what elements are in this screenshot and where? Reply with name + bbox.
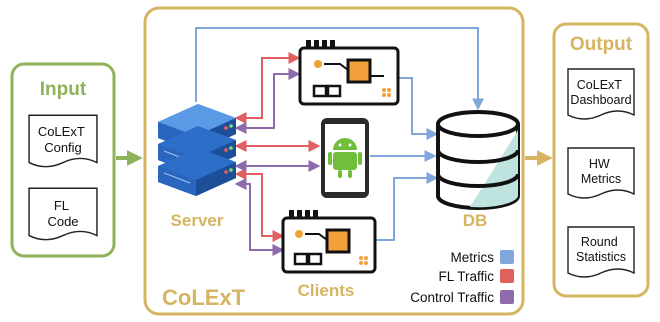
legend-control-traffic-label: Control Traffic xyxy=(410,290,494,305)
input-doc1-line1: CoLExT xyxy=(38,124,85,139)
svg-text:FL Code: FL Code xyxy=(47,198,78,229)
legend-metrics-swatch xyxy=(500,250,514,264)
database-icon xyxy=(436,110,520,210)
svg-text:HW Metrics: HW Metrics xyxy=(581,157,621,186)
input-doc1-line2: Config xyxy=(44,140,82,155)
output-panel: Output CoLExT Dashboard HW Metrics Round… xyxy=(552,22,650,298)
db-label: DB xyxy=(463,211,488,230)
output-doc1-line2: Dashboard xyxy=(570,93,631,107)
phone-icon xyxy=(321,118,369,198)
output-doc2-line1: HW xyxy=(589,157,610,171)
legend-fl-traffic-label: FL Traffic xyxy=(438,269,494,284)
input-doc2-line2: Code xyxy=(47,214,78,229)
output-doc2-line2: Metrics xyxy=(581,172,621,186)
input-doc2-line1: FL xyxy=(54,198,69,213)
legend-fl-traffic-swatch xyxy=(500,269,514,283)
input-panel: Input CoLExT Config FL Code xyxy=(10,62,116,258)
svg-text:CoLExT Config: CoLExT Config xyxy=(38,124,88,155)
server-icon xyxy=(158,104,236,196)
board-icon xyxy=(281,210,377,274)
control-traffic-connections xyxy=(234,68,321,256)
colext-title: CoLExT xyxy=(162,285,246,310)
android-icon xyxy=(328,138,362,178)
clients-label: Clients xyxy=(298,281,355,300)
output-doc1-line1: CoLExT xyxy=(577,78,623,92)
server-label: Server xyxy=(171,211,224,230)
legend-metrics-label: Metrics xyxy=(451,250,495,265)
output-title: Output xyxy=(570,34,633,55)
input-title: Input xyxy=(40,79,87,100)
legend: Metrics FL Traffic Control Traffic xyxy=(410,250,514,305)
metrics-connections xyxy=(195,27,484,241)
legend-control-traffic-swatch xyxy=(500,290,514,304)
output-doc3-line2: Statistics xyxy=(576,250,626,264)
svg-text:Round Statistics: Round Statistics xyxy=(576,235,626,264)
svg-text:CoLExT Dashboard: CoLExT Dashboard xyxy=(570,78,631,107)
board-icon xyxy=(298,40,400,106)
output-doc3-line1: Round xyxy=(581,235,618,249)
